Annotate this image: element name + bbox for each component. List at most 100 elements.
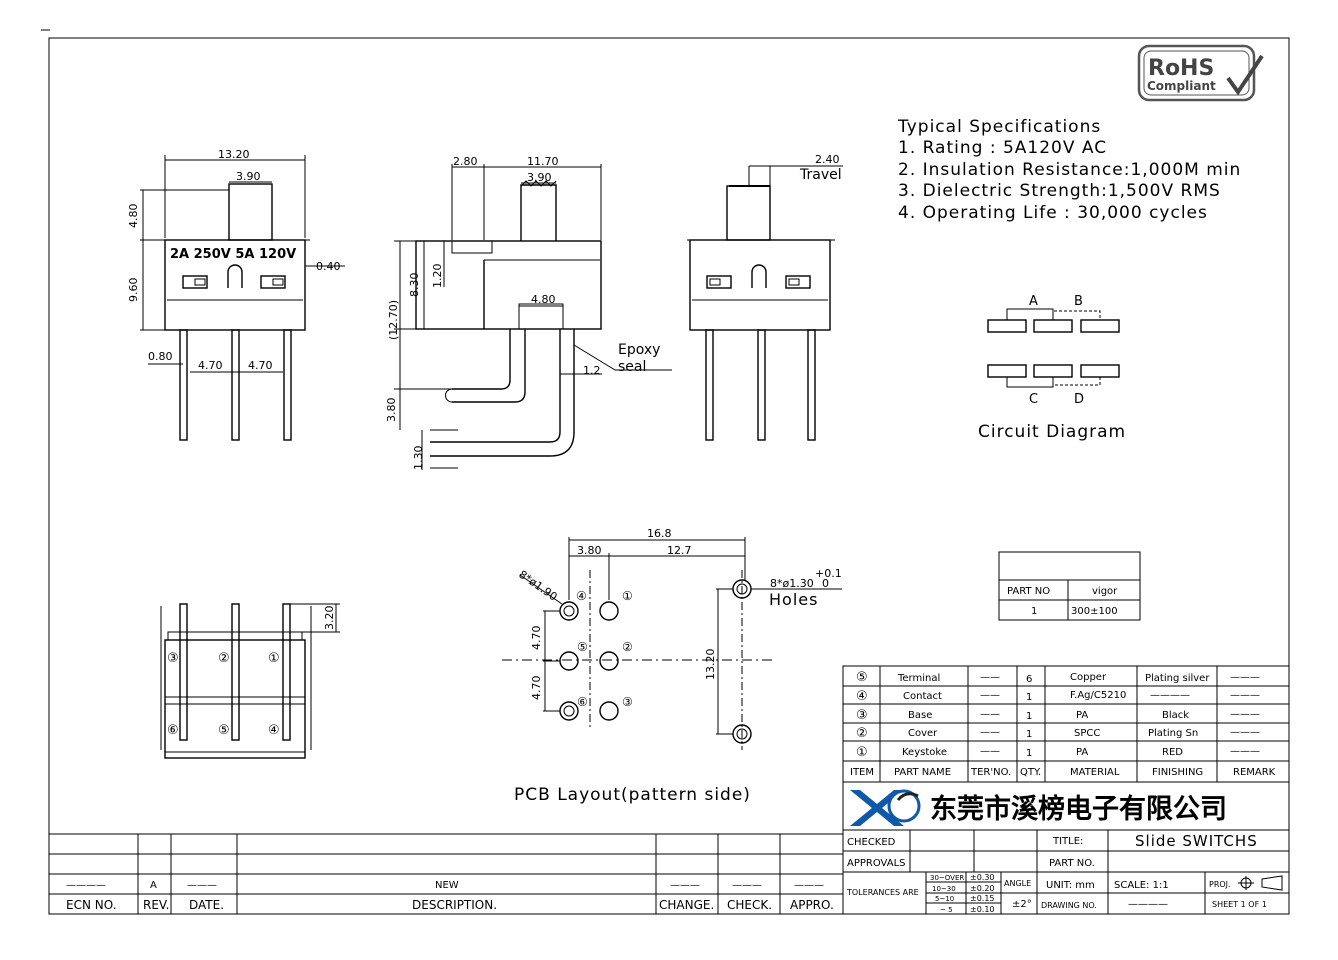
dim-bottom: 3.20 (323, 606, 336, 631)
pcb-caption: PCB Layout(pattern side) (514, 785, 751, 805)
rating-marking: 2A 250V 5A 120V (170, 247, 296, 262)
dim-pin-width: 1.30 (412, 446, 425, 471)
force-value: 300±100 (1071, 606, 1118, 617)
bom-finishing: Plating Sn (1148, 728, 1198, 739)
compliant-text: Compliant (1147, 79, 1216, 93)
bom-ter: —— (980, 672, 1000, 683)
epoxy-label: Epoxy (618, 342, 660, 358)
force-part-no: 1 (1031, 606, 1037, 617)
bom-header-item: ITEM (850, 767, 874, 778)
revision-block: ———— A ——— NEW ——— ——— ——— ECN NO. REV. … (48, 833, 844, 915)
bom-item: ③ (856, 708, 868, 723)
dim-offset: 2.80 (453, 155, 478, 168)
seal-label: seal (618, 359, 646, 375)
tol-value: ±0.20 (970, 884, 995, 893)
force-table: PART NO vigor 1 300±100 (998, 551, 1141, 621)
rohs-logo: RoHS Compliant (1137, 44, 1264, 102)
approvals-label: APPROVALS (847, 858, 906, 869)
pin-1-label: ① (268, 651, 280, 666)
travel-label: Travel (799, 167, 842, 183)
pcb-layout: 16.8 3.80 12.7 8*ø1.90 8*ø1.30 +0.1 0 Ho… (502, 527, 842, 805)
circuit-label-b: B (1074, 294, 1083, 309)
bom-item: ⑤ (856, 670, 868, 685)
pin-5-label: ⑤ (218, 723, 230, 738)
bom-qty: 1 (1026, 692, 1032, 703)
ecn-value: ———— (66, 880, 106, 891)
check-value: ——— (732, 880, 762, 891)
scale-label: SCALE: 1:1 (1114, 880, 1169, 891)
bom-qty: 6 (1026, 674, 1032, 685)
bom-material: Copper (1070, 672, 1107, 683)
angle-value: ±2° (1012, 899, 1032, 910)
dim-pcb-pitch-1: 4.70 (530, 626, 543, 651)
end-view: 2.40 Travel (687, 153, 843, 441)
tol-range: 5~10 (935, 895, 954, 903)
title-value: Slide SWITCHS (1135, 832, 1258, 850)
dim-pcb-span: 12.7 (667, 544, 692, 557)
dim-pcb-pitch-2: 4.70 (530, 676, 543, 701)
bom-remark: ——— (1230, 672, 1260, 683)
dim-height: 8.30 (408, 273, 421, 298)
sheet-label: SHEET 1 OF 1 (1212, 900, 1267, 909)
description-value: NEW (435, 880, 459, 891)
tol-range: 30~OVER (930, 874, 964, 882)
bom-ter: —— (980, 709, 1000, 720)
dim-base: 4.80 (531, 293, 556, 306)
pcb-num-3: ③ (622, 695, 633, 709)
dim-pcb-height: 13.20 (704, 649, 717, 681)
bom-finishing: ———— (1150, 690, 1190, 701)
circuit-label-a: A (1029, 294, 1038, 309)
typical-specifications: Typical Specifications 1. Rating : 5A120… (897, 117, 1241, 223)
company-logo: 东莞市溪榜电子有限公司 (842, 781, 1290, 831)
tol-value: ±0.10 (970, 905, 995, 914)
rev-value: A (150, 880, 157, 891)
ecn-header: ECN NO. (66, 898, 117, 912)
bom-header-part-name: PART NAME (894, 767, 951, 778)
bom-finishing: Black (1162, 710, 1189, 721)
bom-header-finishing: FINISHING (1152, 767, 1203, 778)
pcb-num-5: ⑤ (577, 640, 588, 654)
dim-overall: (12.70) (387, 300, 400, 340)
spec-operating-life: 4. Operating Life : 30,000 cycles (898, 203, 1208, 223)
spec-insulation: 2. Insulation Resistance:1,000M min (898, 160, 1241, 180)
bom-ter: —— (980, 690, 1000, 701)
dim-travel: 2.40 (815, 153, 840, 166)
side-view: 2.80 11.70 3.90 8.30 1.20 (12.70) 4.80 3… (385, 155, 672, 470)
holes-tol-plus: +0.1 (815, 567, 842, 580)
dim-pcb-overall: 16.8 (647, 527, 672, 540)
unit-label: UNIT: mm (1046, 880, 1095, 891)
tol-range: 10~30 (932, 885, 956, 893)
bom-ter: —— (980, 727, 1000, 738)
dim-pin-width: 0.80 (148, 350, 173, 363)
dim-width: 13.20 (218, 148, 250, 161)
dim-actuator-width: 3.90 (236, 170, 261, 183)
appro-value: ——— (794, 880, 824, 891)
dim-tab: 0.40 (316, 260, 341, 273)
pin-2-label: ② (218, 651, 230, 666)
tol-value: ±0.30 (970, 873, 995, 882)
pcb-num-2: ② (622, 640, 633, 654)
tol-value: ±0.15 (970, 894, 995, 903)
top-view: 13.20 3.90 4.80 9.60 0.40 0.80 4.70 4.70… (127, 148, 345, 441)
date-value: ——— (187, 880, 217, 891)
bom-part-name: Contact (903, 691, 942, 702)
bom-material: F.Ag/C5210 (1070, 690, 1126, 701)
holes-label: Holes (769, 590, 818, 609)
bom-part-name: Keystoke (902, 747, 947, 758)
bom-header-material: MATERIAL (1070, 767, 1120, 778)
circuit-label-d: D (1074, 392, 1084, 407)
check-header: CHECK. (727, 898, 772, 912)
description-header: DESCRIPTION. (412, 898, 497, 912)
title-label: TITLE: (1052, 836, 1083, 847)
force-header-vigor: vigor (1092, 586, 1118, 597)
checked-label: CHECKED (847, 837, 896, 848)
spec-rating: 1. Rating : 5A120V AC (898, 138, 1107, 158)
spec-dielectric: 3. Dielectric Strength:1,500V RMS (898, 181, 1221, 201)
bottom-view: 3.20 ③ ② ① ⑥ ⑤ ④ (160, 603, 340, 759)
circuit-label-c: C (1029, 392, 1038, 407)
bom-remark: ——— (1230, 746, 1260, 757)
bom-material: PA (1076, 747, 1088, 758)
bom-part-name: Terminal (897, 673, 940, 684)
bom-part-name: Cover (908, 728, 938, 739)
